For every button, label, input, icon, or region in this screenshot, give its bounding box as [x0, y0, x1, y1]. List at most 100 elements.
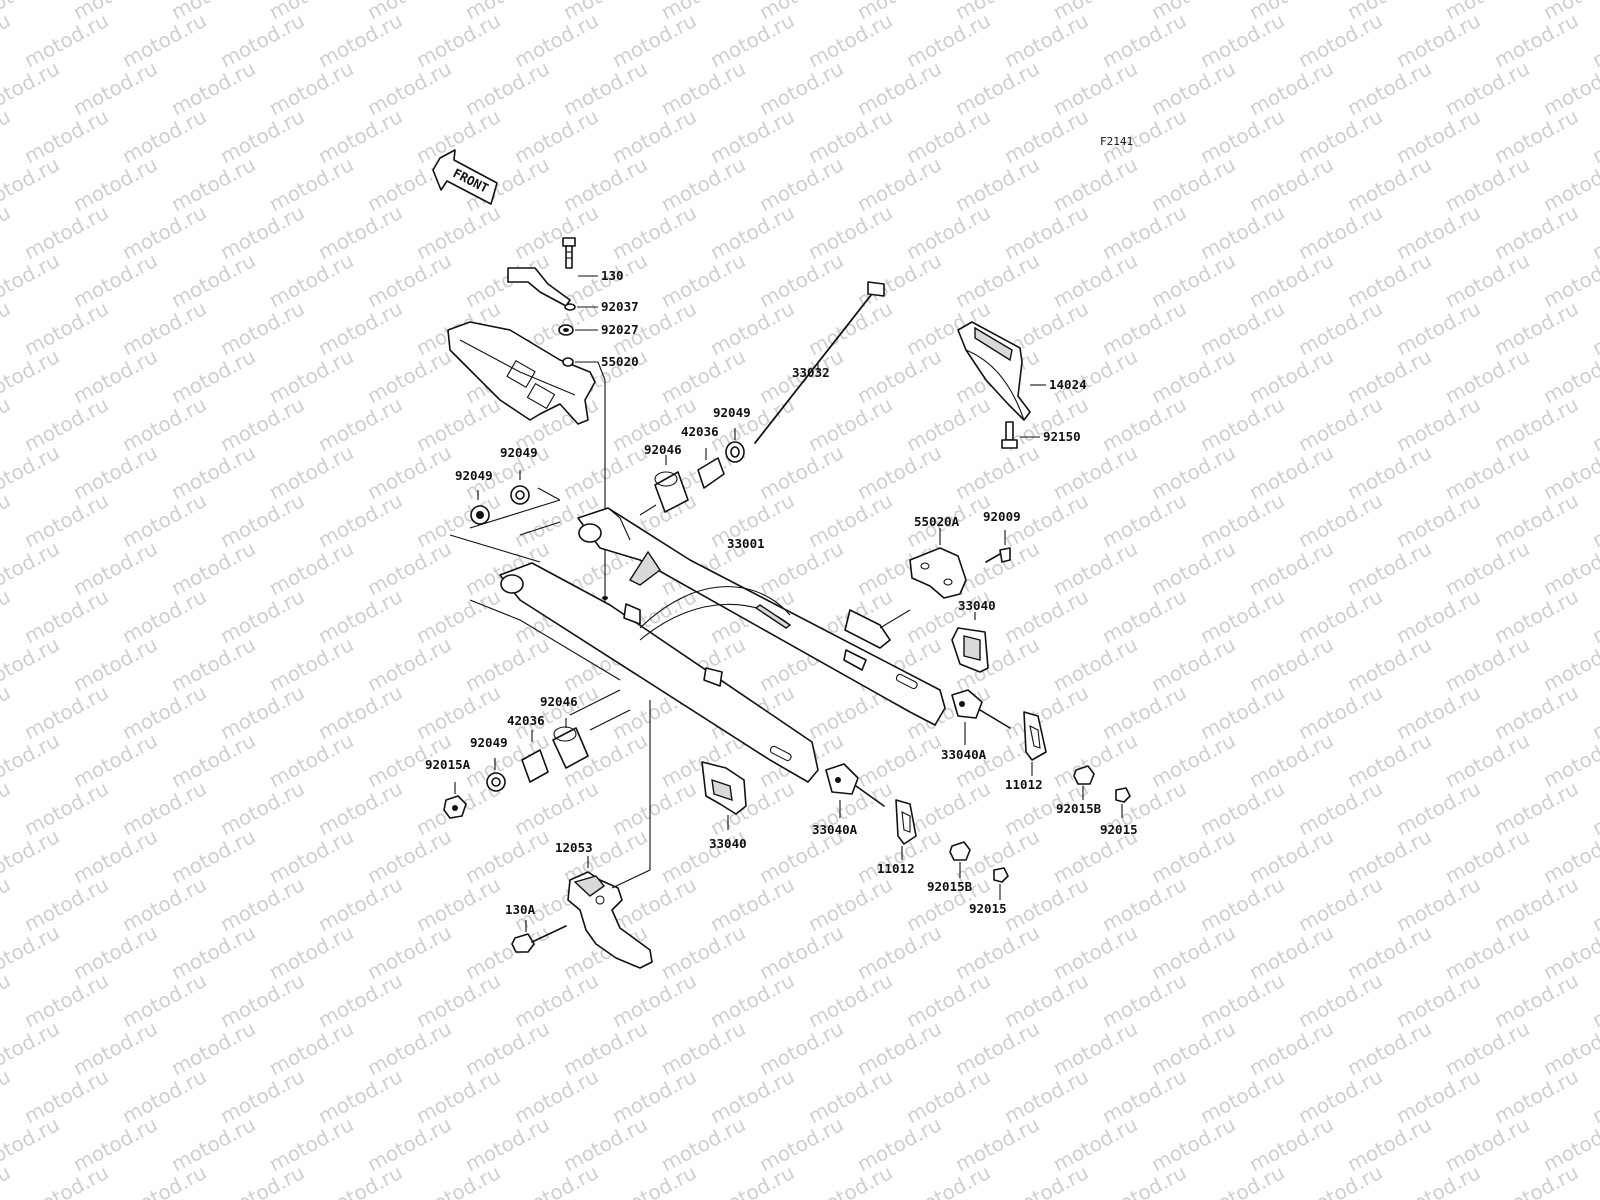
- watermark-text: motod.ru: [1245, 152, 1337, 216]
- watermark-text: motod.ru: [510, 776, 602, 840]
- watermark-text: motod.ru: [1343, 1016, 1435, 1080]
- watermark-text: motod.ru: [1098, 872, 1190, 936]
- watermark-text: motod.ru: [216, 872, 308, 936]
- label-55020A: 55020A: [914, 514, 960, 529]
- watermark-text: motod.ru: [1000, 968, 1092, 1032]
- watermark-text: motod.ru: [1196, 104, 1288, 168]
- watermark-text: motod.ru: [1147, 1112, 1239, 1176]
- nut-92015-mid-drawing: [993, 867, 1009, 900]
- label-42036-top: 42036: [681, 424, 719, 439]
- watermark-text: motod.ru: [1294, 8, 1386, 72]
- watermark-text: motod.ru: [265, 824, 357, 888]
- watermark-text: motod.ru: [706, 200, 798, 264]
- watermark-text: motod.ru: [363, 1016, 455, 1080]
- watermark-text: motod.ru: [608, 1064, 700, 1128]
- watermark-text: motod.ru: [1000, 8, 1092, 72]
- watermark-text: motod.ru: [363, 248, 455, 312]
- label-33040-mid: 33040: [709, 836, 747, 851]
- watermark-text: motod.ru: [412, 488, 504, 552]
- watermark-text: motod.ru: [657, 56, 749, 120]
- watermark-text: motod.ru: [510, 1160, 602, 1200]
- watermark-text: motod.ru: [167, 1112, 259, 1176]
- watermark-text: motod.ru: [412, 392, 504, 456]
- watermark-text: motod.ru: [216, 1064, 308, 1128]
- chain-adjuster-33040-right-drawing: [951, 612, 989, 673]
- watermark-text: motod.ru: [1294, 296, 1386, 360]
- watermark-text: motod.ru: [69, 440, 161, 504]
- watermark-text: motod.ru: [216, 200, 308, 264]
- watermark-text: motod.ru: [118, 1064, 210, 1128]
- watermark-text: motod.ru: [1245, 632, 1337, 696]
- watermark-text: motod.ru: [118, 200, 210, 264]
- watermark-text: motod.ru: [167, 920, 259, 984]
- watermark-text: motod.ru: [69, 152, 161, 216]
- watermark-text: motod.ru: [951, 1016, 1043, 1080]
- label-33040A-right: 33040A: [941, 747, 987, 762]
- label-11012-right: 11012: [1005, 777, 1043, 792]
- watermark-text: motod.ru: [1588, 776, 1600, 840]
- watermark-text: motod.ru: [1392, 1064, 1484, 1128]
- watermark-text: motod.ru: [559, 152, 651, 216]
- watermark-text: motod.ru: [853, 1112, 945, 1176]
- bolt-92150-drawing: [1001, 421, 1040, 449]
- watermark-text: motod.ru: [265, 920, 357, 984]
- watermark-text: motod.ru: [657, 920, 749, 984]
- watermark-text: motod.ru: [216, 1160, 308, 1200]
- chain-guide-drawing: [447, 267, 596, 425]
- watermark-text: motod.ru: [412, 8, 504, 72]
- watermark-text: motod.ru: [216, 968, 308, 1032]
- watermark-text: motod.ru: [167, 248, 259, 312]
- label-33032: 33032: [792, 365, 830, 380]
- watermark-text: motod.ru: [363, 920, 455, 984]
- label-92046-low: 92046: [540, 694, 578, 709]
- watermark-text: motod.ru: [1098, 1160, 1190, 1200]
- watermark-text: motod.ru: [1000, 104, 1092, 168]
- chain-adjuster-bolt-33040A-right-drawing: [951, 689, 1011, 745]
- watermark-text: motod.ru: [20, 392, 112, 456]
- watermark-text: motod.ru: [461, 632, 553, 696]
- chain-adjuster-bolt-33040A-mid-drawing: [825, 763, 885, 818]
- watermark-text: motod.ru: [265, 1112, 357, 1176]
- watermark-text: motod.ru: [608, 104, 700, 168]
- watermark-text: motod.ru: [1441, 1016, 1533, 1080]
- label-42036-low: 42036: [507, 713, 545, 728]
- watermark-text: motod.ru: [755, 440, 847, 504]
- watermark-text: motod.ru: [118, 584, 210, 648]
- watermark-text: motod.ru: [510, 1064, 602, 1128]
- watermark-text: motod.ru: [1098, 680, 1190, 744]
- watermark-text: motod.ru: [1490, 488, 1582, 552]
- watermark-text: motod.ru: [951, 440, 1043, 504]
- watermark-text: motod.ru: [0, 584, 14, 648]
- watermark-text: motod.ru: [706, 8, 798, 72]
- watermark-text: motod.ru: [1490, 968, 1582, 1032]
- watermark-text: motod.ru: [461, 1112, 553, 1176]
- watermark-text: motod.ru: [1049, 56, 1141, 120]
- watermark-text: motod.ru: [314, 1064, 406, 1128]
- watermark-text: motod.ru: [1098, 1064, 1190, 1128]
- watermark-text: motod.ru: [1196, 680, 1288, 744]
- watermark-text: motod.ru: [1294, 392, 1386, 456]
- watermark-text: motod.ru: [69, 920, 161, 984]
- watermark-text: motod.ru: [265, 440, 357, 504]
- watermark-text: motod.ru: [69, 728, 161, 792]
- watermark-text: motod.ru: [1588, 200, 1600, 264]
- watermark-text: motod.ru: [20, 968, 112, 1032]
- watermark-text: motod.ru: [167, 56, 259, 120]
- watermark-text: motod.ru: [706, 1160, 798, 1200]
- nut-92015B-mid-drawing: [949, 841, 971, 878]
- watermark-text: motod.ru: [853, 152, 945, 216]
- watermark-text: motod.ru: [314, 488, 406, 552]
- nut-92015B-right-drawing: [1073, 765, 1095, 800]
- watermark-text: motod.ru: [363, 632, 455, 696]
- watermark-text: motod.ru: [1049, 632, 1141, 696]
- label-130: 130: [601, 268, 624, 283]
- watermark-text: motod.ru: [510, 8, 602, 72]
- watermark-text: motod.ru: [1490, 200, 1582, 264]
- watermark-text: motod.ru: [853, 56, 945, 120]
- watermark-text: motod.ru: [1196, 296, 1288, 360]
- watermark-text: motod.ru: [755, 1112, 847, 1176]
- watermark-text: motod.ru: [657, 344, 749, 408]
- watermark-text: motod.ru: [1245, 56, 1337, 120]
- watermark-text: motod.ru: [118, 8, 210, 72]
- watermark-text: motod.ru: [167, 1016, 259, 1080]
